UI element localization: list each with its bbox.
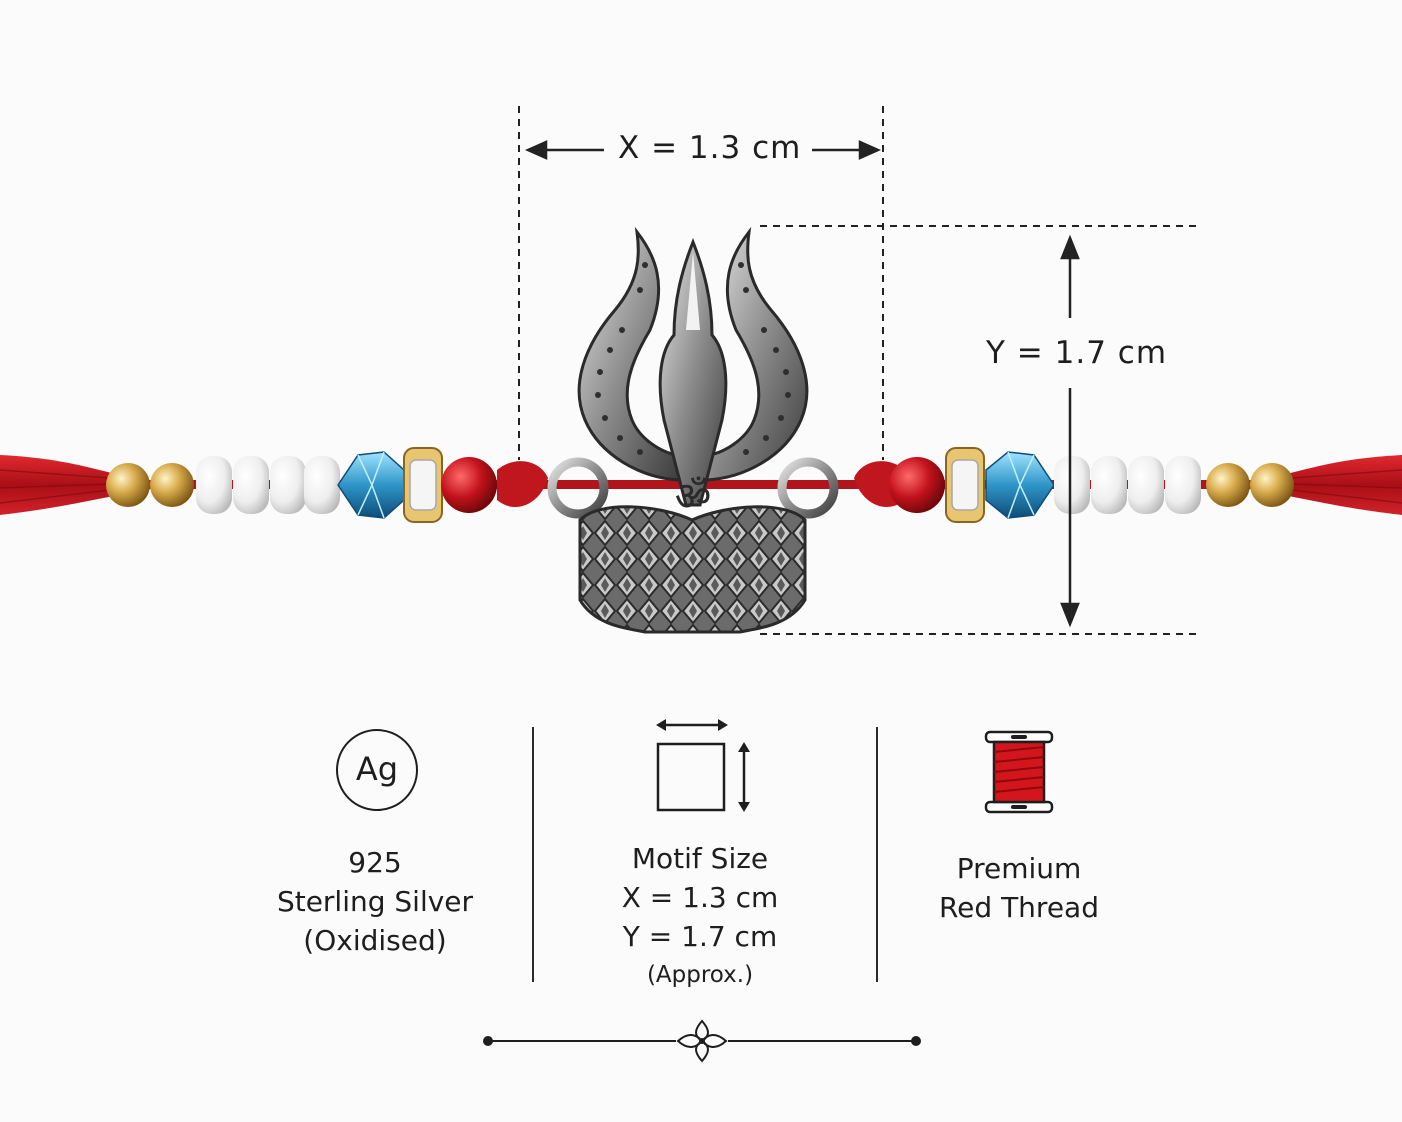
- divider-right: [876, 727, 878, 982]
- feature-motif-size: Motif Size X = 1.3 cm Y = 1.7 cm (Approx…: [560, 839, 840, 994]
- svg-text:ॐ: ॐ: [675, 474, 711, 520]
- rakhi-product-illustration: ॐ: [0, 106, 1402, 635]
- feature-silver-line-2: Sterling Silver: [276, 885, 474, 918]
- feature-motif-note: (Approx.): [646, 962, 754, 988]
- feature-silver-line-3: (Oxidised): [303, 924, 447, 957]
- right-beads: [854, 447, 1294, 523]
- height-arrow: [1060, 234, 1080, 628]
- trishul-motif: ॐ: [547, 226, 839, 634]
- height-dimension-label: Y = 1.7 cm: [986, 335, 1168, 371]
- dimension-guides: [518, 106, 1202, 635]
- left-beads: [106, 447, 548, 523]
- silver-ag-icon-text: Ag: [355, 750, 399, 788]
- feature-motif-line-1: Motif Size: [631, 842, 769, 875]
- motif-size-icon: [656, 719, 750, 812]
- feature-silver: 925 Sterling Silver (Oxidised): [235, 843, 515, 960]
- feature-motif-line-2: X = 1.3 cm: [621, 881, 779, 914]
- divider-left: [532, 727, 534, 982]
- feature-silver-line-1: 925: [348, 846, 402, 879]
- width-arrow: [524, 140, 882, 160]
- thread-spool-icon: [984, 730, 1054, 814]
- ornamental-divider: [483, 1019, 921, 1063]
- width-dimension-label: X = 1.3 cm: [618, 130, 802, 166]
- feature-thread: Premium Red Thread: [880, 849, 1158, 927]
- feature-thread-line-2: Red Thread: [938, 891, 1099, 924]
- feature-motif-line-3: Y = 1.7 cm: [622, 920, 778, 953]
- silver-ag-icon: Ag: [336, 729, 418, 811]
- feature-thread-line-1: Premium: [956, 852, 1082, 885]
